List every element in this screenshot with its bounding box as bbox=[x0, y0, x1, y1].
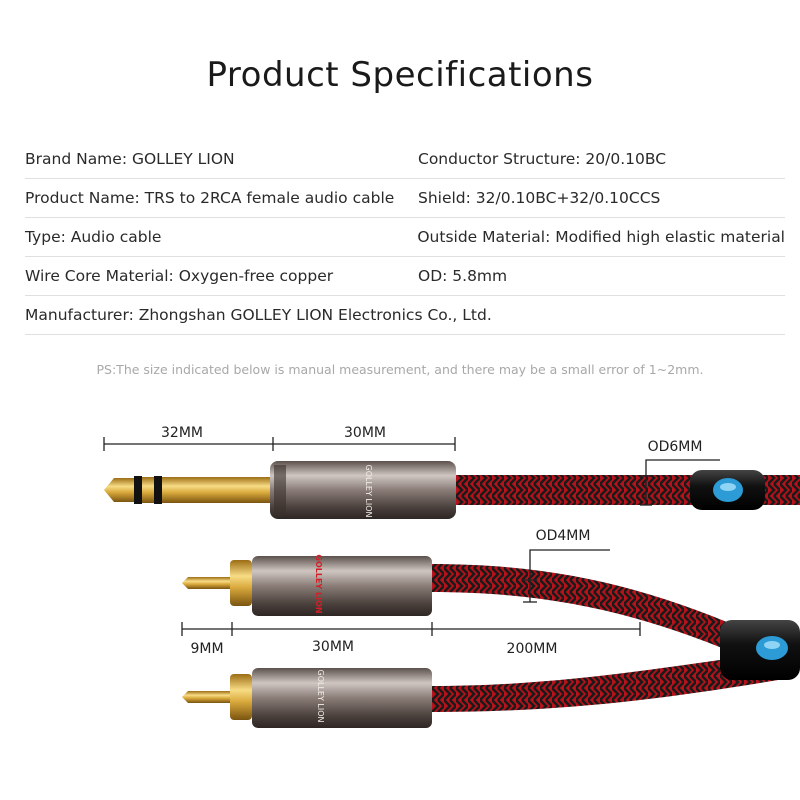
trs-tip-length-label: 32MM bbox=[161, 425, 203, 441]
spec-row: Type: Audio cable Outside Material: Modi… bbox=[25, 218, 785, 257]
spec-table: Brand Name: GOLLEY LION Conductor Struct… bbox=[25, 140, 785, 335]
rca-od-marker bbox=[523, 549, 610, 603]
spec-wire-core: Wire Core Material: Oxygen-free copper bbox=[25, 267, 334, 285]
spec-od: OD: 5.8mm bbox=[418, 267, 508, 285]
rca-cable-length-label: 200MM bbox=[507, 641, 558, 657]
rca-body-length-label: 30MM bbox=[312, 639, 354, 655]
spec-conductor-structure: Conductor Structure: 20/0.10BC bbox=[418, 150, 667, 168]
trs-od-marker bbox=[640, 459, 720, 506]
trs-dimension-lines bbox=[103, 437, 456, 451]
spec-type: Type: Audio cable bbox=[25, 228, 162, 246]
rca-tip-length-label: 9MM bbox=[190, 641, 223, 657]
spec-shield: Shield: 32/0.10BC+32/0.10CCS bbox=[418, 189, 661, 207]
measurement-note: PS:The size indicated below is manual me… bbox=[96, 362, 704, 377]
trs-cable bbox=[452, 470, 800, 510]
rca-dimension-lines bbox=[181, 622, 641, 636]
trs-od-label: OD6MM bbox=[648, 439, 703, 455]
trs-plug bbox=[104, 461, 456, 519]
rca-brand-mark-bottom: GOLLEY LION bbox=[316, 670, 325, 723]
spec-row: Brand Name: GOLLEY LION Conductor Struct… bbox=[25, 140, 785, 179]
rca-cables bbox=[430, 564, 800, 712]
rca-od-label: OD4MM bbox=[536, 528, 591, 544]
rca-plug-top bbox=[182, 556, 432, 616]
rca-brand-mark-top: GOLLEY LION bbox=[314, 554, 323, 613]
spec-manufacturer: Manufacturer: Zhongshan GOLLEY LION Elec… bbox=[25, 306, 492, 324]
spec-row: Product Name: TRS to 2RCA female audio c… bbox=[25, 179, 785, 218]
spec-row: Wire Core Material: Oxygen-free copper O… bbox=[25, 257, 785, 296]
spec-row: Manufacturer: Zhongshan GOLLEY LION Elec… bbox=[25, 296, 785, 335]
spec-product-name: Product Name: TRS to 2RCA female audio c… bbox=[25, 189, 395, 207]
spec-brand-name: Brand Name: GOLLEY LION bbox=[25, 150, 235, 168]
rca-plug-bottom bbox=[182, 668, 432, 728]
page-title: Product Specifications bbox=[206, 55, 594, 95]
spec-outside-material: Outside Material: Modified high elastic … bbox=[417, 228, 785, 246]
cable-diagram: 32MM 30MM OD6MM GOLLEY LION O bbox=[103, 425, 800, 728]
trs-body-length-label: 30MM bbox=[344, 425, 386, 441]
trs-brand-mark: GOLLEY LION bbox=[364, 465, 373, 518]
